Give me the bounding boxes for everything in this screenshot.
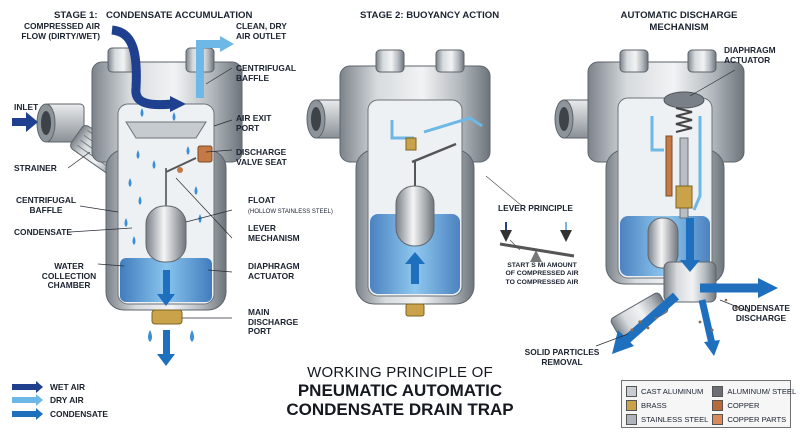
- main-title: WORKING PRINCIPLE OF PNEUMATIC AUTOMATIC…: [275, 364, 525, 419]
- label-water-collection-chamber: WATER COLLECTION CHAMBER: [41, 261, 97, 290]
- legend-item: WET AIR: [12, 380, 108, 394]
- material-label: COPPER PARTS: [727, 414, 787, 424]
- legend-label: CONDENSATE: [50, 408, 109, 419]
- material-label: COPPER: [727, 400, 760, 410]
- legend-label: WET AIR: [50, 381, 86, 392]
- material-swatch: [626, 413, 637, 425]
- legend-item: DRY AIR: [12, 394, 108, 408]
- material-swatch: [626, 385, 637, 397]
- label-air-exit-port: AIR EXIT PORT: [236, 113, 272, 133]
- material-swatch: [712, 413, 724, 425]
- label-centrifugal-baffle-left: CENTRIFUGAL BAFFLE: [15, 195, 76, 215]
- material-label: CAST ALUMINUM: [641, 386, 704, 396]
- label-condensate-discharge: CONDENSATE DISCHARGE: [731, 303, 790, 323]
- label-strainer: STRAINER: [14, 163, 57, 173]
- unit-stage2: [306, 49, 575, 317]
- material-label: STAINLESS STEEL: [641, 414, 709, 424]
- material-item: ALUMINUM/ STEEL: [712, 384, 796, 398]
- label-main-discharge-port: MAIN DISCHARGE PORT: [248, 307, 299, 336]
- material-label: ALUMINUM/ STEEL: [727, 386, 797, 396]
- material-swatch: [712, 399, 724, 411]
- legend-arrow-icon: [12, 380, 43, 393]
- label-stage3-diaphragm: DIAPHRAGM ACTUATOR: [724, 45, 776, 65]
- label-solid-particles: SOLID PARTICLES REMOVAL: [524, 347, 600, 367]
- legend-item: CONDENSATE: [12, 407, 108, 421]
- label-clean-air-outlet: CLEAN, DRY AIR OUTLET: [236, 21, 287, 41]
- material-item: COPPER: [712, 398, 796, 412]
- material-item: STAINLESS STEEL: [626, 412, 708, 426]
- materials-key: CAST ALUMINUM ALUMINUM/ STEEL BRASS COPP…: [621, 380, 796, 428]
- material-label: BRASS: [641, 400, 667, 410]
- title-line2: PNEUMATIC AUTOMATIC: [297, 381, 503, 400]
- label-float: FLOAT: [248, 195, 276, 205]
- material-swatch: [626, 399, 637, 411]
- label-diaphragm-actuator: DIAPHRAGM ACTUATOR: [248, 261, 300, 281]
- material-item: CAST ALUMINUM: [626, 384, 708, 398]
- material-swatch: [712, 385, 724, 397]
- stage2-title: STAGE 2: BUOYANCY ACTION: [360, 10, 500, 21]
- label-inlet: INLET: [14, 102, 39, 112]
- label-lever-mechanism: LEVER MECHANISM: [248, 223, 300, 243]
- material-item: BRASS: [626, 398, 708, 412]
- stage1-title-a: STAGE 1:: [54, 10, 98, 21]
- label-discharge-valve-seat: DISCHARGE VALVE SEAT: [236, 147, 287, 167]
- label-lever-note: START S MI AMOUNT OF COMPRESSED AIR TO C…: [505, 262, 579, 286]
- label-condensate: CONDENSATE: [14, 227, 73, 237]
- label-float-sub: (HOLLOW STAINLESS STEEL): [248, 209, 333, 215]
- label-centrifugal-baffle-right: CENTRIFUGAL BAFFLE: [236, 63, 297, 83]
- material-item: COPPER PARTS: [712, 412, 796, 426]
- title-line3: CONDENSATE DRAIN TRAP: [286, 400, 514, 419]
- label-compressed-air: COMPRESSED AIR FLOW (DIRTY/WET): [21, 21, 100, 41]
- stage3-title: AUTOMATIC DISCHARGE MECHANISM: [620, 10, 738, 33]
- label-lever-principle: LEVER PRINCIPLE: [498, 203, 573, 213]
- title-line1: WORKING PRINCIPLE OF: [307, 364, 493, 381]
- legend-arrow-icon: [12, 394, 43, 407]
- unit-stage1: [12, 25, 243, 366]
- legend-arrow-icon: [12, 407, 43, 420]
- unit-stage3: [554, 49, 778, 356]
- legend-label: DRY AIR: [50, 395, 84, 406]
- stage1-title-b: CONDENSATE ACCUMULATION: [106, 10, 253, 21]
- flow-legend: WET AIR DRY AIR CONDENSATE: [12, 380, 108, 421]
